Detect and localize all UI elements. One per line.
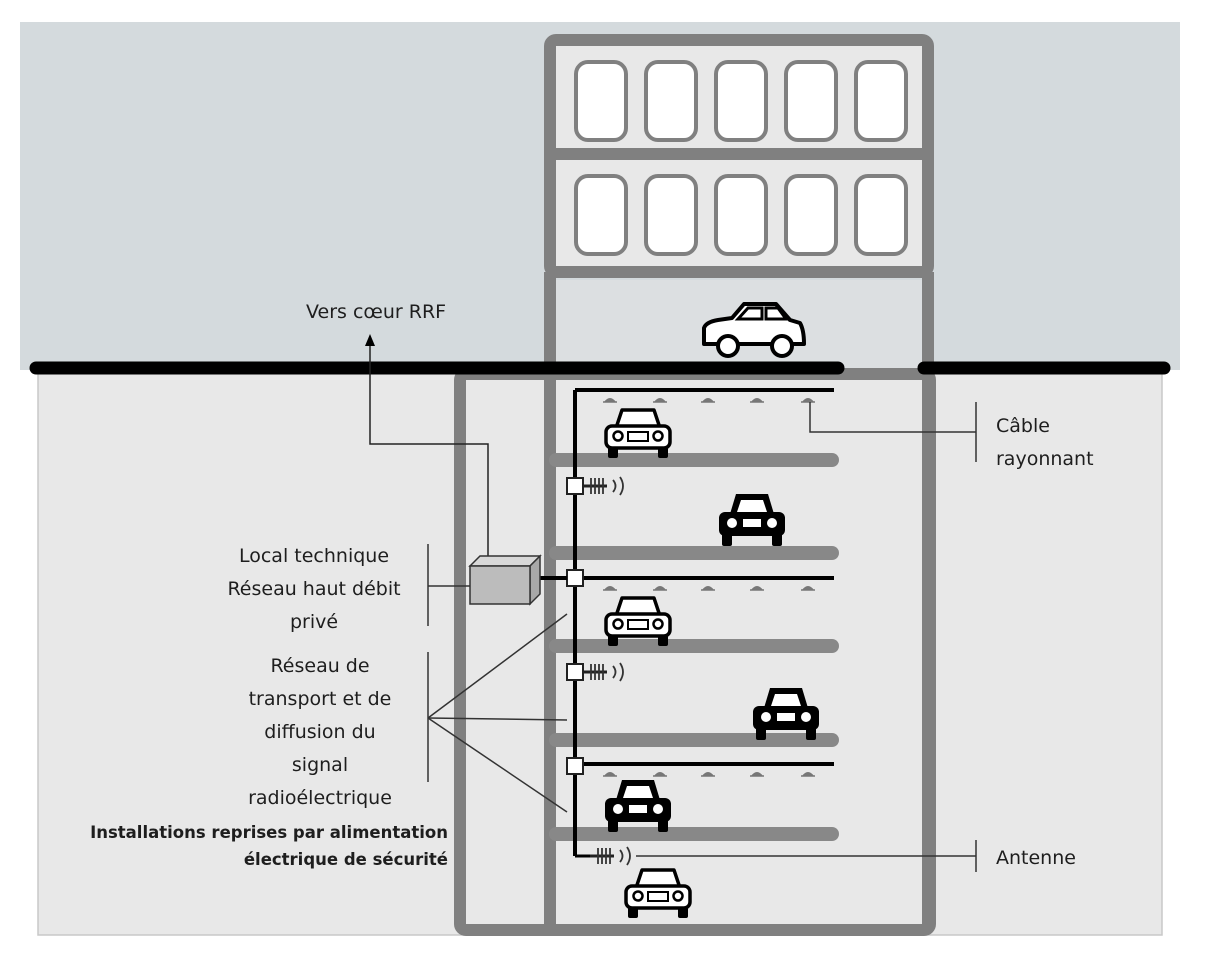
label-leaders	[427, 402, 977, 872]
transponder-icon	[566, 569, 584, 587]
transponder-icon	[566, 757, 584, 775]
installations-label-line: Installations reprises par alimentation	[90, 823, 448, 842]
reseau-label: Réseau de transport et de diffusion du s…	[220, 650, 420, 815]
building-windows	[574, 60, 908, 256]
reseau-label-line: Réseau de	[270, 655, 370, 677]
leaky-feeder-icon	[575, 388, 834, 777]
cable-label-line: Câble	[996, 415, 1050, 437]
arrow-up-icon	[365, 334, 375, 346]
parking-structure	[454, 368, 936, 936]
local-technique-label: Local technique Réseau haut débit privé	[214, 540, 414, 639]
installations-label: Installations reprises par alimentation …	[34, 819, 448, 873]
cable-label-line: rayonnant	[996, 448, 1094, 470]
reseau-label-line: transport et de	[248, 688, 392, 710]
core-label: Vers cœur RRF	[306, 301, 447, 323]
core-uplink	[369, 346, 489, 558]
reseau-label-line: radioélectrique	[248, 787, 392, 809]
local-label-line: Local technique	[238, 545, 390, 567]
reseau-label-line: diffusion du	[264, 721, 376, 743]
antenne-label: Antenne	[996, 847, 1076, 869]
reseau-label-line: signal	[291, 754, 349, 776]
local-label-line: Réseau haut débit	[227, 578, 401, 600]
transponder-icon	[566, 663, 584, 681]
cable-label: Câble rayonnant	[996, 410, 1094, 476]
transponder-icon	[566, 477, 584, 495]
local-label-line: privé	[289, 611, 339, 633]
equipment-box-icon	[468, 554, 567, 606]
installations-label-line: électrique de sécurité	[243, 850, 448, 869]
